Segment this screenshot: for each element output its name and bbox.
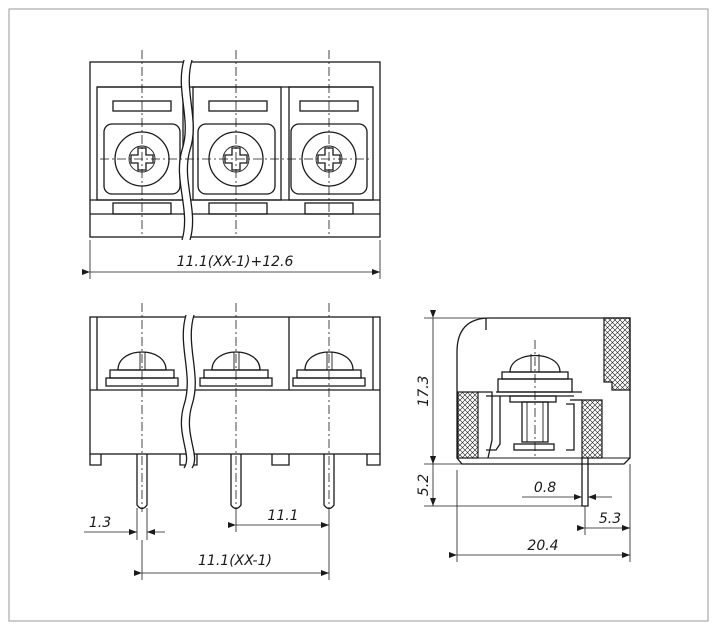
dim-pin-span: 11.1(XX-1) bbox=[198, 553, 272, 569]
dim-top-width: 11.1(XX-1)+12.6 bbox=[177, 254, 294, 270]
side-hatch-top-right bbox=[603, 317, 631, 391]
front-screw-2 bbox=[199, 351, 273, 387]
front-break-line-right bbox=[188, 314, 196, 469]
dim-pin-thickness: 0.8 bbox=[534, 480, 556, 496]
top-view: 11.1(XX-1)+12.6 bbox=[82, 50, 381, 279]
top-cell-3 bbox=[288, 86, 374, 201]
dim-depth: 20.4 bbox=[527, 538, 558, 554]
dim-pin-offset: 5.3 bbox=[599, 511, 621, 527]
side-hatch-right-wall bbox=[581, 399, 603, 459]
side-view-body bbox=[456, 317, 631, 465]
top-view-body bbox=[89, 61, 381, 238]
top-cell-1 bbox=[96, 86, 184, 201]
top-break-line-right bbox=[186, 59, 194, 241]
front-break-line-left bbox=[180, 314, 188, 469]
top-break-line-left bbox=[178, 59, 186, 241]
front-view-body bbox=[89, 316, 381, 455]
side-pin bbox=[581, 458, 589, 507]
side-hatch-left-wall bbox=[457, 391, 479, 459]
outer-frame bbox=[8, 8, 709, 622]
side-view: 17.3 5.2 0.8 5.3 20.4 bbox=[416, 310, 631, 562]
top-cell-2 bbox=[192, 86, 282, 201]
dim-pin-length: 5.2 bbox=[416, 474, 432, 496]
dim-pin-diameter: 1.3 bbox=[89, 515, 111, 531]
dim-pitch: 11.1 bbox=[267, 508, 298, 524]
front-view: 1.3 11.1 11.1(XX-1) bbox=[84, 303, 381, 580]
dim-height: 17.3 bbox=[416, 375, 432, 406]
